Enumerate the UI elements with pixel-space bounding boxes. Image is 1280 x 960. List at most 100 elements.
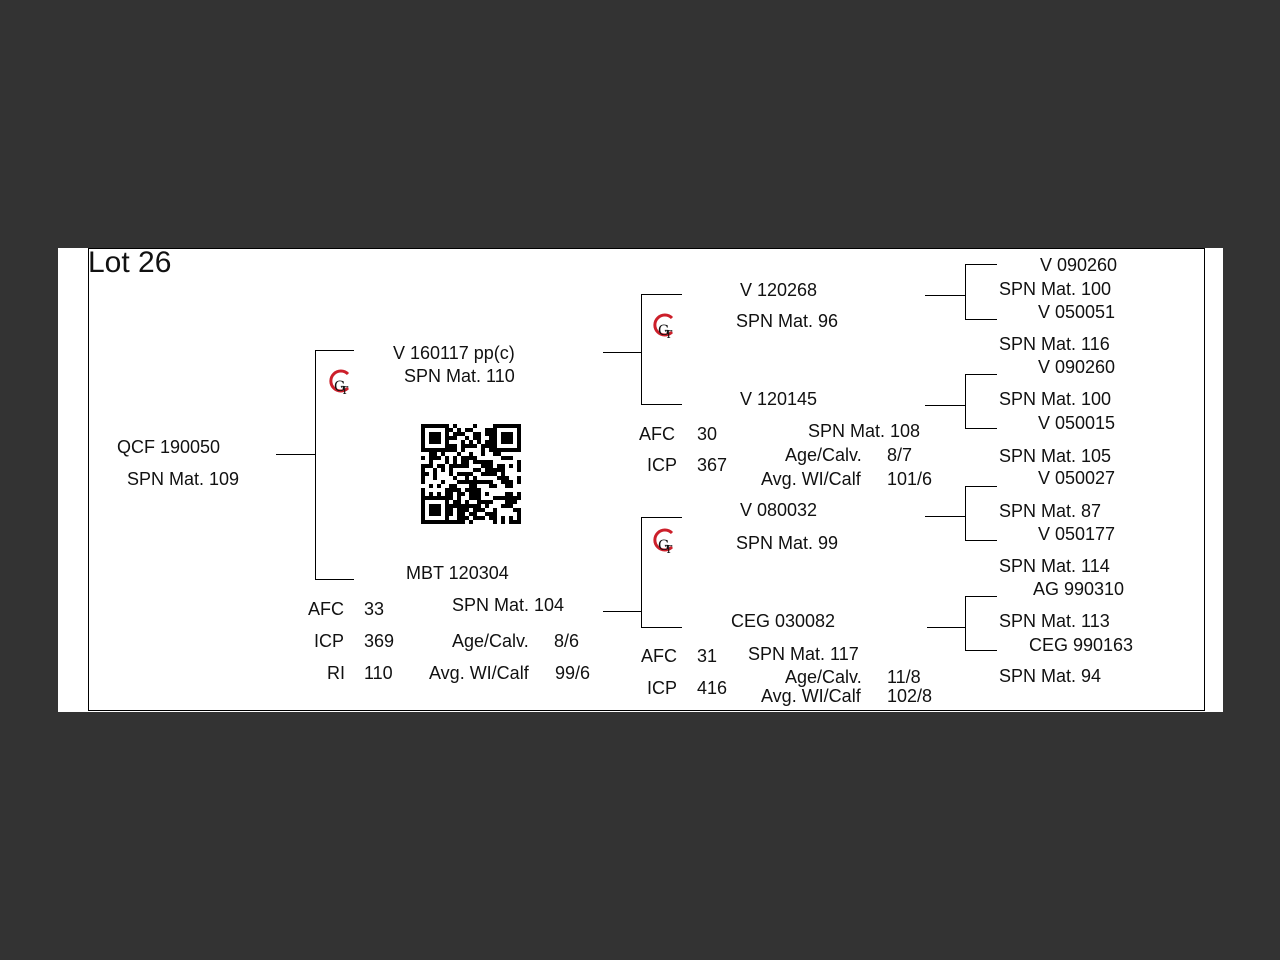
qr-module [441, 448, 445, 452]
qr-module [517, 468, 521, 472]
qr-module [453, 484, 457, 488]
qr-module [445, 432, 449, 436]
qr-module [457, 500, 461, 504]
qr-module [461, 492, 465, 496]
qr-module [445, 512, 449, 516]
qr-module [469, 484, 473, 488]
dam-afc-label: AFC [308, 599, 344, 619]
qr-module [445, 492, 449, 496]
qr-module [421, 500, 425, 504]
qr-module [497, 452, 501, 456]
qr-module [461, 440, 465, 444]
qr-module [465, 428, 469, 432]
dam-afc-value: 33 [364, 599, 385, 619]
qr-module [517, 444, 521, 448]
qr-module [421, 468, 425, 472]
dam-dam-agecalv-value: 11/8 [887, 667, 921, 687]
qr-module [505, 476, 509, 480]
qr-module [485, 464, 489, 468]
qr-module [517, 516, 521, 520]
connector [641, 627, 682, 628]
qr-module [465, 464, 469, 468]
qr-module [429, 520, 433, 524]
connector [925, 516, 965, 517]
qr-module [421, 496, 425, 500]
qr-module [477, 480, 481, 484]
qr-module [469, 492, 473, 496]
qr-module [429, 492, 433, 496]
qr-module [469, 480, 473, 484]
qr-module [493, 508, 497, 512]
gen4-id: V 050177 [1038, 524, 1116, 544]
qr-module [453, 448, 457, 452]
qr-module [465, 460, 469, 464]
qr-module [465, 516, 469, 520]
qr-module [429, 448, 433, 452]
qr-module [477, 488, 481, 492]
qr-module [453, 476, 457, 480]
qr-module [517, 480, 521, 484]
svg-text:G: G [658, 538, 669, 554]
qr-module [477, 492, 481, 496]
qr-module [489, 444, 493, 448]
qr-module [505, 440, 509, 444]
qr-module [449, 492, 453, 496]
qr-module [501, 464, 505, 468]
qr-module [433, 468, 437, 472]
qr-module [497, 448, 501, 452]
qr-code [421, 424, 521, 524]
qr-module [469, 504, 473, 508]
qr-module [449, 448, 453, 452]
qr-module [441, 468, 445, 472]
qr-module [465, 476, 469, 480]
qr-module [509, 500, 513, 504]
gen4-id: V 050015 [1038, 413, 1116, 433]
qr-module [517, 512, 521, 516]
qr-module [509, 496, 513, 500]
qr-module [457, 480, 461, 484]
gen4-spn: SPN Mat. 94 [999, 666, 1102, 686]
qr-module [449, 464, 453, 468]
qr-module [473, 492, 477, 496]
connector [641, 404, 682, 405]
qr-module [429, 484, 433, 488]
sire-dam-icp-label: ICP [647, 455, 678, 475]
qr-module [425, 496, 429, 500]
qr-module [465, 504, 469, 508]
qr-module [437, 448, 441, 452]
qr-module [445, 444, 449, 448]
qr-module [461, 520, 465, 524]
qr-module [485, 500, 489, 504]
qr-module [517, 492, 521, 496]
qr-module [449, 512, 453, 516]
qr-module [517, 448, 521, 452]
qr-module [421, 480, 425, 484]
qr-module [453, 520, 457, 524]
qr-module [489, 428, 493, 432]
qr-module [429, 436, 433, 440]
dam-agecalv-value: 8/6 [554, 631, 580, 651]
qr-module [429, 508, 433, 512]
dam-ri-value: 110 [364, 663, 393, 683]
qr-module [493, 520, 497, 524]
qr-module [469, 488, 473, 492]
qr-module [421, 472, 425, 476]
connector [641, 294, 682, 295]
qr-module [501, 520, 505, 524]
gen4-id: V 050027 [1038, 468, 1116, 488]
qr-module [473, 444, 477, 448]
qr-module [513, 520, 517, 524]
qr-module [449, 504, 453, 508]
qr-module [493, 516, 497, 520]
qr-module [509, 484, 513, 488]
dam-ri-label: RI [327, 663, 345, 683]
qr-module [493, 424, 497, 428]
qr-module [485, 444, 489, 448]
qr-module [501, 496, 505, 500]
dam-dam-wi-value: 102/8 [887, 686, 933, 706]
qr-module [445, 520, 449, 524]
qr-module [445, 496, 449, 500]
gen4-spn: SPN Mat. 105 [999, 446, 1112, 466]
qr-module [453, 500, 457, 504]
qr-module [421, 492, 425, 496]
